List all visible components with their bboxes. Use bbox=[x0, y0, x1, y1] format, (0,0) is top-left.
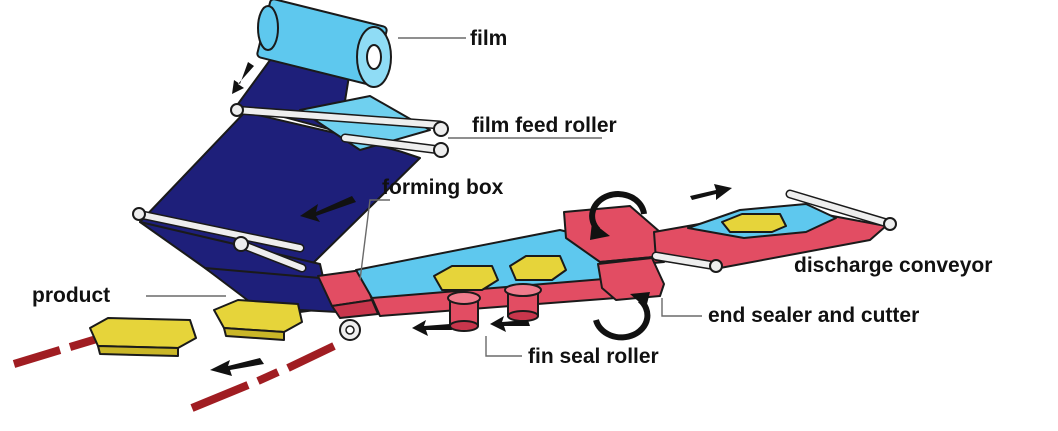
arrow-fin-left bbox=[412, 320, 452, 336]
fin-seal-roller-shape bbox=[447, 283, 542, 332]
leader-end-sealer bbox=[661, 298, 702, 317]
arrow-film-web bbox=[300, 196, 356, 222]
label-forming-box: forming box bbox=[382, 176, 504, 199]
discharge-conveyor-shape bbox=[651, 189, 897, 273]
forming-box bbox=[317, 269, 379, 319]
label-fin-seal-roller: fin seal roller bbox=[528, 345, 659, 368]
tube-products bbox=[433, 255, 567, 291]
arrow-fin-right bbox=[490, 316, 530, 332]
film-feed-rollers bbox=[230, 103, 449, 158]
arrow-infeed bbox=[210, 358, 264, 376]
label-product: product bbox=[32, 284, 110, 307]
arrow-film-down bbox=[232, 62, 254, 94]
arrow-discharge bbox=[690, 184, 732, 200]
infeed-products bbox=[89, 299, 303, 357]
end-sealer-shape bbox=[563, 205, 665, 301]
flow-arrows bbox=[210, 62, 732, 376]
leader-forming-box bbox=[359, 199, 390, 281]
film-roll bbox=[256, 0, 392, 88]
leader-fin-seal-roller bbox=[485, 336, 522, 357]
rotation-arrows bbox=[589, 191, 651, 341]
label-film-feed-roller: film feed roller bbox=[472, 114, 617, 137]
label-end-sealer-and-cutter: end sealer and cutter bbox=[708, 304, 919, 327]
guide-rollers bbox=[132, 207, 307, 273]
label-film: film bbox=[470, 27, 507, 50]
label-discharge-conveyor: discharge conveyor bbox=[794, 254, 992, 277]
rotation-arrowheads bbox=[590, 222, 650, 308]
